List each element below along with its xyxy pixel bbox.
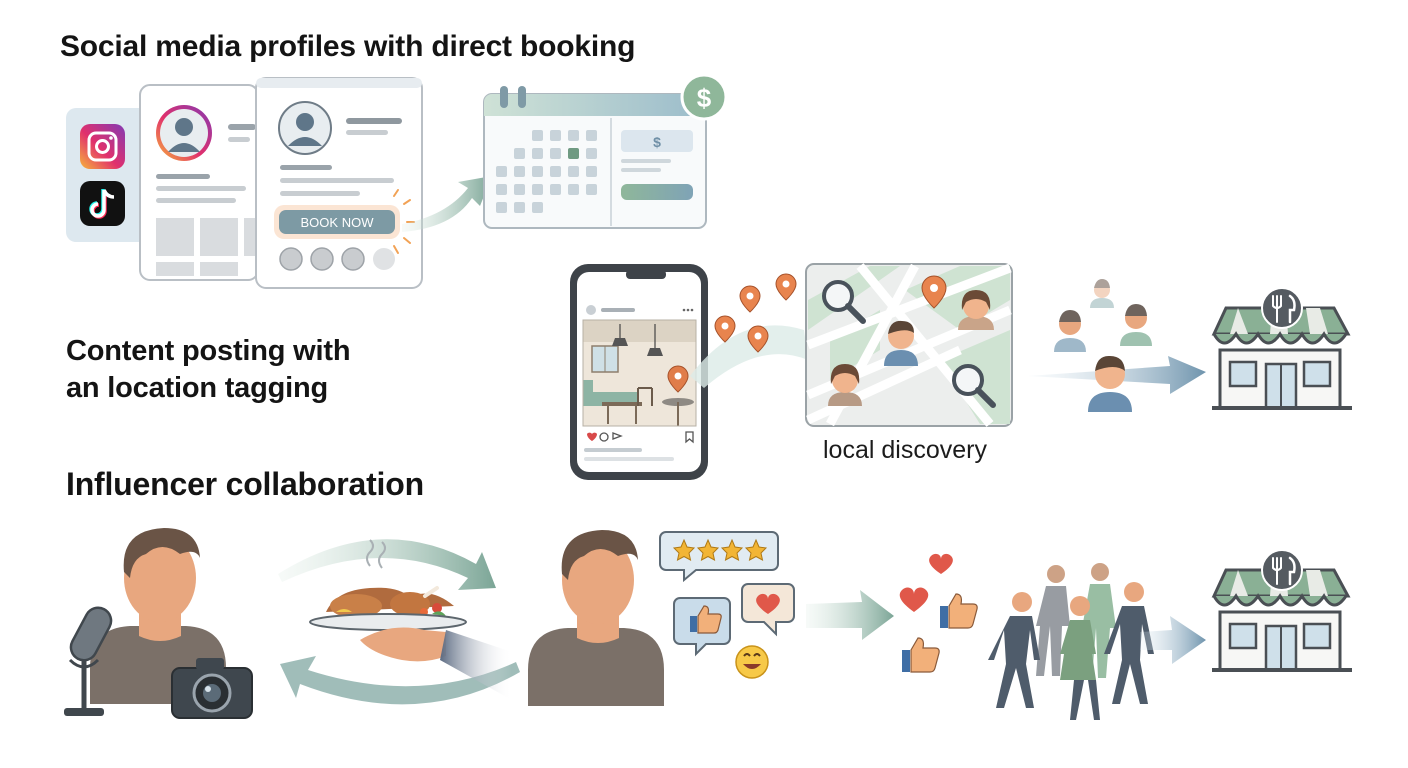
- pin-flow: [690, 325, 808, 388]
- heart-icon: [741, 583, 795, 637]
- restaurant-storefront: [1211, 549, 1352, 672]
- customer-avatar: [1088, 355, 1132, 412]
- heart-icon: [899, 587, 929, 612]
- restaurant-storefront: [1211, 287, 1352, 410]
- arrow-to-influencer: [278, 539, 496, 590]
- instagram-icon: [80, 124, 125, 169]
- map-pin-icon: [921, 275, 947, 309]
- book-now-label: BOOK NOW: [301, 215, 375, 230]
- restaurant-icon: [1261, 287, 1303, 329]
- magnifier-icon: [952, 364, 996, 408]
- thumbs-up-icon: [673, 597, 731, 657]
- tiktok-icon: [80, 181, 125, 226]
- walking-crowd: [988, 563, 1154, 720]
- title-location-line2: an location tagging: [66, 372, 329, 404]
- discovering-customers: [1028, 279, 1206, 412]
- magnifier-icon: [822, 280, 866, 324]
- title-influencer: Influencer collaboration: [66, 466, 424, 502]
- arrow-to-engagement: [806, 590, 894, 640]
- star-icon: [672, 538, 768, 561]
- title-location-line1: Content posting with: [66, 335, 351, 367]
- local-map: [805, 263, 1013, 427]
- confirm-booking-button[interactable]: [621, 184, 693, 200]
- served-dish: [309, 539, 512, 700]
- price-symbol: $: [653, 134, 661, 150]
- camera-icon: [171, 658, 253, 719]
- arrow-to-booking: [402, 176, 492, 232]
- social-profiles-group: BOOK NOW: [66, 73, 728, 289]
- local-discovery-caption: local discovery: [823, 436, 987, 464]
- customer-avatar: [528, 530, 664, 706]
- map-person-avatar: [884, 320, 918, 366]
- arrow-to-restaurant: [1140, 616, 1206, 664]
- smile-icon: [735, 645, 769, 679]
- map-person-avatar: [958, 290, 994, 330]
- title-location-tagging: Content posting with an location tagging: [66, 333, 351, 407]
- title-social-booking: Social media profiles with direct bookin…: [60, 30, 636, 63]
- map-pin-icon: [667, 365, 689, 393]
- restaurant-icon: [1261, 549, 1303, 591]
- thumbs-up-icon: [902, 637, 940, 673]
- calendar-grid: [496, 130, 597, 213]
- profile-card-back: [139, 84, 259, 281]
- location-tagging-group: [570, 263, 1352, 480]
- arrow-back-to-creator: [280, 656, 520, 705]
- book-now-button[interactable]: BOOK NOW: [274, 205, 400, 239]
- map-person-avatar: [828, 364, 862, 406]
- booking-calendar: $ $: [483, 73, 728, 229]
- influencer-group: [64, 528, 1352, 720]
- microphone-icon: [64, 606, 113, 716]
- review-bubble: [659, 531, 779, 583]
- phone-post: [570, 264, 708, 480]
- dollar-icon: $: [680, 73, 728, 121]
- thumbs-up-icon: [940, 593, 978, 629]
- profile-card-front: BOOK NOW: [255, 77, 423, 289]
- heart-icon: [929, 553, 953, 574]
- svg-text:$: $: [697, 83, 712, 113]
